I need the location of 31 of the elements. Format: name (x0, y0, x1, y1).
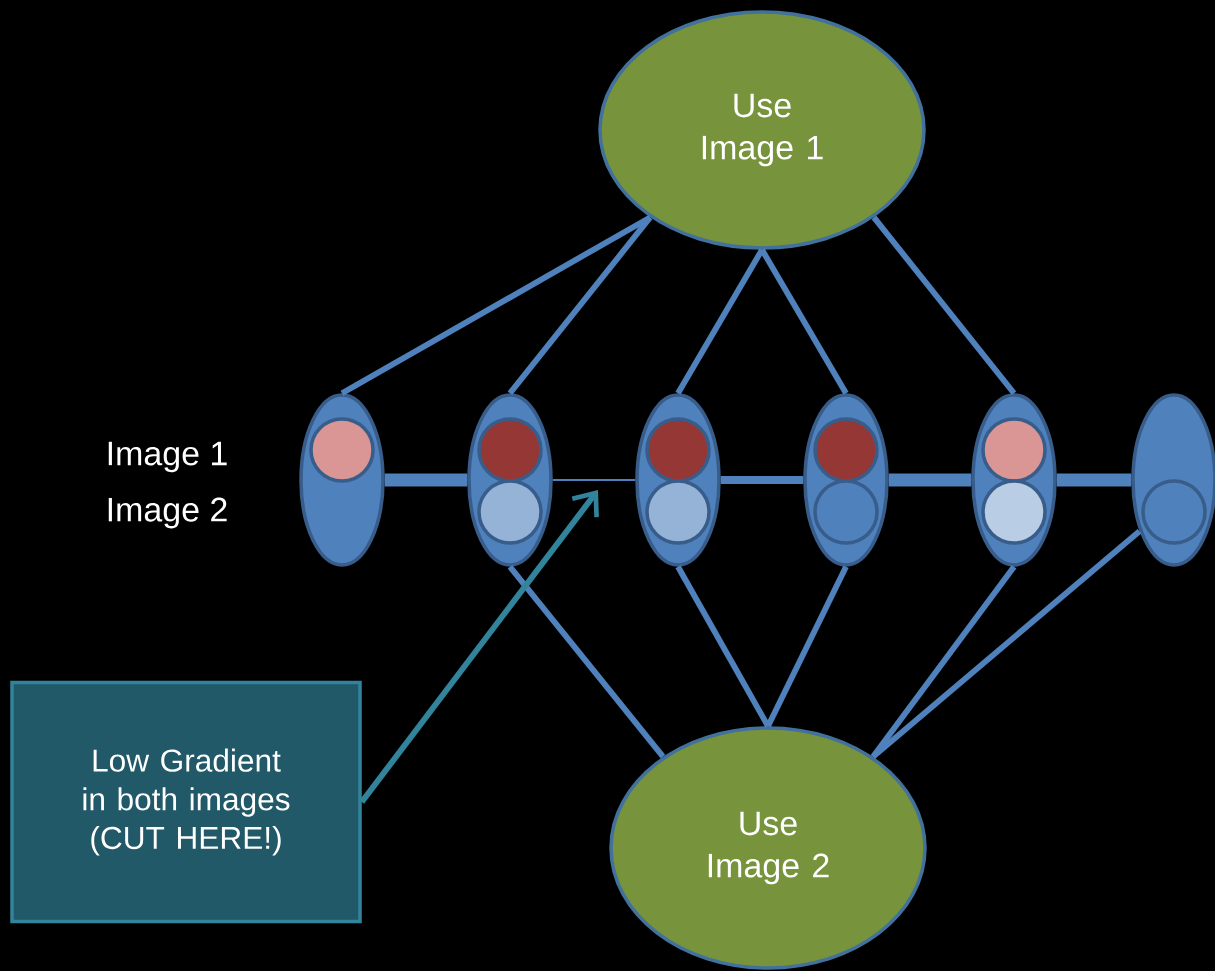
pixel-circle (981, 417, 1047, 483)
connector-line (765, 565, 849, 728)
pixel-circle (477, 417, 543, 483)
callout-box: Low Gradient in both images (CUT HERE!) (10, 680, 362, 924)
pixel-circle (1141, 479, 1207, 545)
row-label: Image 2 (108, 497, 227, 529)
ellipse-node: Use Image 2 (609, 726, 927, 970)
connector-line (507, 564, 666, 759)
connector-line (888, 473, 972, 487)
connector-line (675, 248, 765, 395)
connector-line (720, 475, 804, 485)
connector-line (675, 565, 771, 728)
connector-line (759, 248, 849, 395)
pixel-circle (813, 417, 879, 483)
connector-line (384, 473, 468, 487)
connector-line (871, 215, 1017, 396)
connector-line (1056, 473, 1132, 487)
pixel-circle (309, 417, 375, 483)
pixel-circle (981, 479, 1047, 545)
row-label: Image 1 (108, 441, 227, 473)
pixel-circle (645, 417, 711, 483)
connector-line (551, 479, 637, 481)
pixel-circle (813, 479, 879, 545)
pixel-circle (645, 479, 711, 545)
ellipse-node: Use Image 1 (598, 10, 926, 250)
connector-line (871, 528, 1142, 759)
connector-line (870, 565, 1017, 759)
connector-line (507, 215, 653, 396)
connector-line (340, 214, 652, 396)
pixel-circle (477, 479, 543, 545)
arrow (359, 490, 599, 804)
